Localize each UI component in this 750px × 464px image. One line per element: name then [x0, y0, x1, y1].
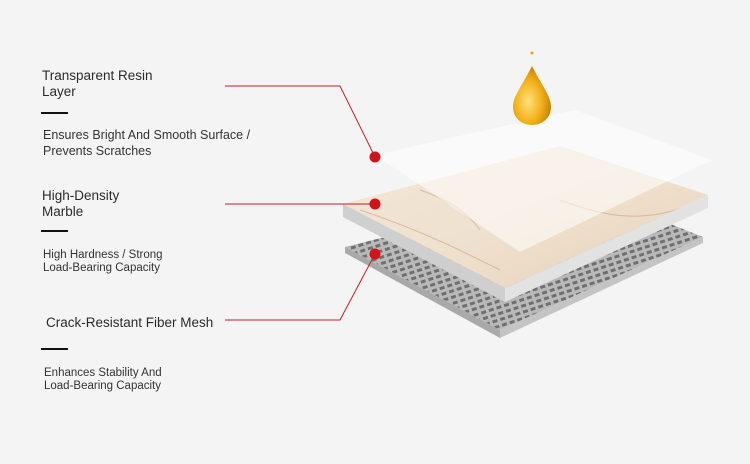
leader-line-mesh: [225, 253, 376, 321]
desc-line: High Hardness / Strong: [43, 249, 163, 261]
leader-lines: [225, 85, 376, 321]
desc-line: Enhances Stability And: [44, 367, 162, 379]
layer-desc-resin: Ensures Bright And Smooth Surface / Prev…: [43, 127, 250, 159]
marker-dot-resin: [369, 151, 381, 163]
layer-title-marble: High-Density Marble: [42, 188, 119, 220]
leader-line-resin: [225, 85, 376, 158]
title-line: Layer: [42, 84, 76, 99]
layer-title-resin: Transparent Resin Layer: [42, 68, 153, 100]
resin-layer: [375, 110, 712, 252]
layer-desc-mesh: Enhances Stability And Load-Bearing Capa…: [44, 367, 162, 393]
divider: [41, 230, 68, 232]
layer-title-mesh: Crack-Resistant Fiber Mesh: [46, 315, 213, 331]
layer-desc-marble: High Hardness / Strong Load-Bearing Capa…: [43, 249, 163, 275]
marker-dot-marble: [369, 198, 381, 210]
marker-dot-mesh: [369, 248, 381, 260]
desc-line: Ensures Bright And Smooth Surface /: [43, 128, 251, 142]
desc-line: Load-Bearing Capacity: [44, 380, 161, 392]
title-line: Crack-Resistant Fiber Mesh: [46, 315, 214, 330]
divider: [41, 112, 68, 114]
desc-line: Load-Bearing Capacity: [43, 262, 160, 274]
title-line: Transparent Resin: [42, 68, 153, 83]
title-line: High-Density: [42, 188, 120, 203]
desc-line: Prevents Scratches: [43, 144, 152, 158]
oil-drop-icon: [513, 51, 551, 125]
divider: [41, 348, 68, 350]
title-line: Marble: [42, 204, 84, 219]
